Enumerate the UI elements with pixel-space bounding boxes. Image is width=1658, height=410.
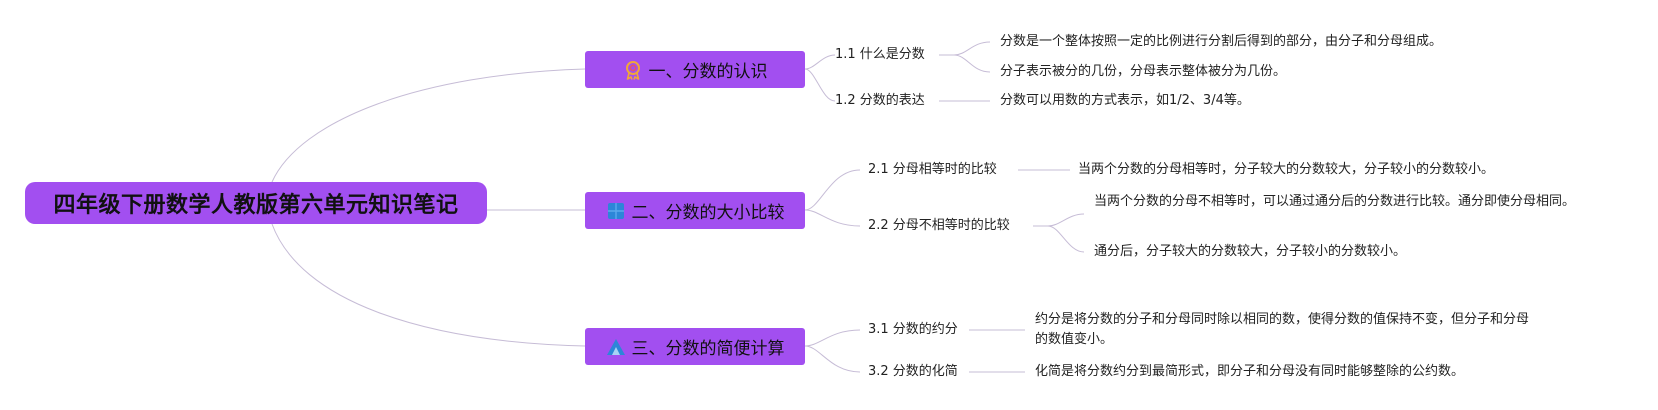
branch-topic-1[interactable]: 一、分数的认识 (585, 51, 805, 88)
root-topic-label: 四年级下册数学人教版第六单元知识笔记 (53, 193, 459, 218)
leaf-3-2-1[interactable]: 化简是将分数约分到最简形式，即分子和分母没有同时能够整除的公约数。 (1035, 364, 1465, 379)
branch-topic-1-label: 一、分数的认识 (648, 62, 768, 82)
leaf-3-1-1[interactable]: 约分是将分数的分子和分母同时除以相同的数，使得分数的值保持不变，但分子和分母的数… (1035, 312, 1530, 347)
edge-b1s1-leaf1 (953, 41, 991, 56)
branch-topic-2-label: 二、分数的大小比较 (631, 203, 785, 223)
edge-b2s2-leaf1 (1047, 213, 1085, 227)
subtopic-3-1[interactable]: 3.1 分数的约分 (868, 322, 958, 337)
leaf-2-2-2[interactable]: 通分后，分子较大的分数较大，分子较小的分数较小。 (1094, 244, 1407, 259)
edge-b3-sub2 (804, 345, 861, 373)
leaf-1-2-1[interactable]: 分数可以用数的方式表示，如1/2、3/4等。 (1000, 93, 1250, 108)
edge-b3-sub1 (804, 329, 861, 347)
edge-b2-sub2 (804, 209, 861, 227)
subtopic-2-2[interactable]: 2.2 分母不相等时的比较 (868, 218, 1010, 233)
edge-b1-sub2 (804, 68, 836, 102)
leaf-1-1-2[interactable]: 分子表示被分的几份，分母表示整体被分为几份。 (1000, 64, 1287, 79)
root-topic[interactable]: 四年级下册数学人教版第六单元知识笔记 (25, 182, 487, 224)
edge-b1-sub1 (804, 54, 836, 70)
edge-root-branch-3 (271, 223, 586, 347)
leaf-2-1-1[interactable]: 当两个分数的分母相等时，分子较大的分数较大，分子较小的分数较小。 (1078, 162, 1495, 177)
grid-square-icon (606, 201, 626, 221)
edge-root-branch-1 (271, 68, 586, 183)
ribbon-badge-icon (623, 60, 643, 80)
edge-b2s2-leaf2 (1047, 225, 1085, 253)
branch-topic-3-label: 三、分数的简便计算 (631, 339, 785, 359)
edge-b1s1-leaf2 (953, 54, 991, 73)
leaf-1-1-1[interactable]: 分数是一个整体按照一定的比例进行分割后得到的部分，由分子和分母组成。 (1000, 34, 1443, 49)
subtopic-1-2[interactable]: 1.2 分数的表达 (835, 93, 925, 108)
branch-topic-3[interactable]: 三、分数的简便计算 (585, 328, 805, 365)
branch-topic-2[interactable]: 二、分数的大小比较 (585, 192, 805, 229)
leaf-2-2-1[interactable]: 当两个分数的分母不相等时，可以通过通分后的分数进行比较。通分即使分母相同。 (1094, 194, 1576, 209)
edge-b2-sub1 (804, 169, 861, 211)
subtopic-3-2[interactable]: 3.2 分数的化简 (868, 364, 958, 379)
mountain-peak-icon (606, 337, 626, 357)
subtopic-1-1[interactable]: 1.1 什么是分数 (835, 47, 925, 62)
subtopic-2-1[interactable]: 2.1 分母相等时的比较 (868, 162, 997, 177)
